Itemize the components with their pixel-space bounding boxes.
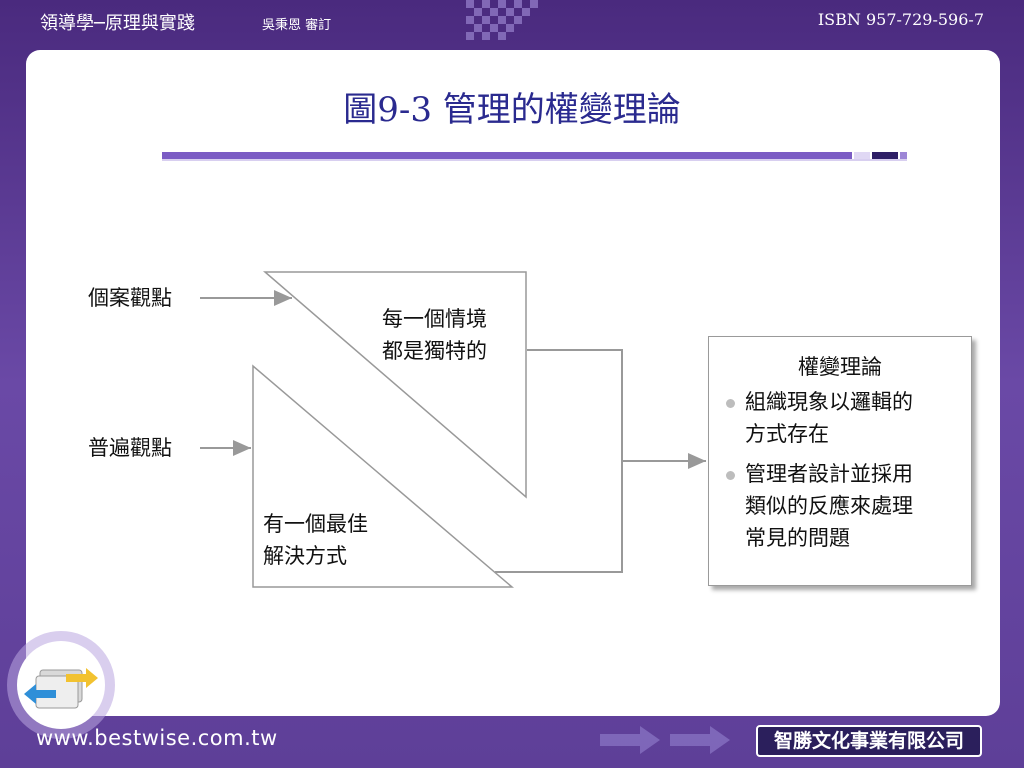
lower-triangle-line-1: 有一個最佳 <box>263 512 368 536</box>
bullet-2-line-3: 常見的問題 <box>745 526 850 550</box>
book-title: 領導學─原理與實踐 <box>40 13 195 34</box>
left-input-top-label: 個案觀點 <box>88 286 172 310</box>
header-checker-pattern <box>466 0 538 40</box>
book-reviser: 吳秉恩 審訂 <box>262 18 332 33</box>
bullet-2-line-2: 類似的反應來處理 <box>745 494 913 518</box>
title-underline-bar <box>162 152 907 161</box>
forward-arrow-icon <box>600 726 730 754</box>
back-arrow-icon[interactable] <box>6 630 116 740</box>
upper-triangle-line-1: 每一個情境 <box>382 307 487 331</box>
lower-triangle-line-2: 解決方式 <box>263 544 347 568</box>
contingency-theory-heading: 權變理論 <box>798 355 882 379</box>
publisher-badge: 智勝文化事業有限公司 <box>756 725 982 757</box>
bullet-1-line-1: 組織現象以邏輯的 <box>745 390 913 414</box>
isbn-label: ISBN 957-729-596-7 <box>817 10 984 29</box>
slide-title: 圖9-3 管理的權變理論 <box>343 90 681 130</box>
contingency-theory-box: 權變理論 組織現象以邏輯的 方式存在 管理者設計並採用 類似的反應來處理 常見的… <box>708 336 972 586</box>
bullet-dot-1 <box>726 399 735 408</box>
lower-triangle <box>252 364 515 588</box>
website-link[interactable]: www.bestwise.com.tw <box>36 726 278 750</box>
upper-triangle-line-2: 都是獨特的 <box>382 339 487 363</box>
upper-triangle <box>262 271 527 499</box>
bullet-1-line-2: 方式存在 <box>745 422 829 446</box>
bullet-2-line-1: 管理者設計並採用 <box>745 462 913 486</box>
left-input-bottom-label: 普遍觀點 <box>88 436 172 460</box>
bullet-dot-2 <box>726 471 735 480</box>
